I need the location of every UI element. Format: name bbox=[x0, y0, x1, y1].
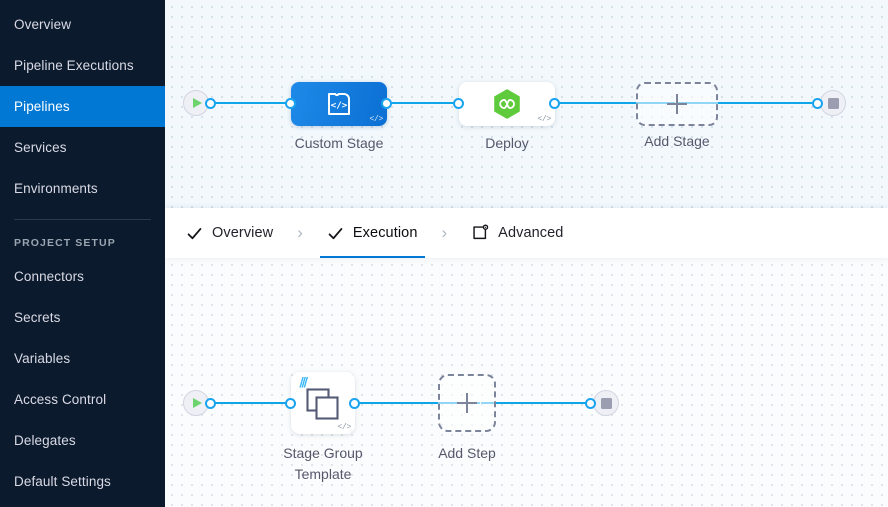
sidebar-item-label: Access Control bbox=[14, 392, 107, 407]
start-node[interactable] bbox=[183, 90, 209, 116]
edge-add-stage-to-end bbox=[677, 102, 817, 104]
stop-icon bbox=[827, 97, 839, 109]
port-custom-stage-out[interactable] bbox=[381, 98, 392, 109]
port-start-out[interactable] bbox=[205, 398, 216, 409]
sidebar-item-connectors[interactable]: Connectors bbox=[0, 256, 165, 297]
code-badge: </> bbox=[369, 115, 383, 124]
main-content: </> </> Custom Stage </> Deploy bbox=[165, 0, 888, 507]
stage-label-deploy: Deploy bbox=[485, 135, 529, 151]
code-badge: </> bbox=[337, 423, 351, 432]
end-node[interactable] bbox=[593, 390, 619, 416]
start-node[interactable] bbox=[183, 390, 209, 416]
tab-execution[interactable]: Execution bbox=[319, 208, 425, 258]
sidebar-item-environments[interactable]: Environments bbox=[0, 168, 165, 209]
add-stage-button[interactable] bbox=[636, 82, 718, 126]
port-stage-group-template-in[interactable] bbox=[285, 398, 296, 409]
code-badge: </> bbox=[537, 115, 551, 124]
port-deploy-in[interactable] bbox=[453, 98, 464, 109]
stage-group-template-icon bbox=[306, 388, 339, 420]
tab-separator-icon: › bbox=[297, 223, 303, 242]
deploy-cd-icon bbox=[494, 89, 520, 119]
sidebar-item-access-control[interactable]: Access Control bbox=[0, 379, 165, 420]
tab-separator-icon: › bbox=[441, 223, 448, 242]
sidebar-item-default-settings[interactable]: Default Settings bbox=[0, 461, 165, 502]
plus-icon bbox=[666, 93, 688, 115]
sidebar-item-overview[interactable]: Overview bbox=[0, 4, 165, 45]
sidebar-section-project-setup: PROJECT SETUP bbox=[14, 237, 116, 249]
edge-start-to-custom-stage bbox=[197, 102, 322, 104]
tab-label: Advanced bbox=[498, 225, 564, 241]
step-node-stage-group-template[interactable]: ||| </> bbox=[291, 372, 355, 434]
stage-canvas[interactable]: </> </> Custom Stage </> Deploy bbox=[165, 0, 888, 208]
tab-label: Execution bbox=[352, 225, 418, 241]
sidebar-item-label: Environments bbox=[14, 181, 98, 196]
port-custom-stage-in[interactable] bbox=[285, 98, 296, 109]
sidebar-item-label: Pipelines bbox=[14, 99, 70, 114]
port-stage-group-template-out[interactable] bbox=[349, 398, 360, 409]
edge-custom-stage-to-deploy bbox=[381, 102, 506, 104]
pipeline-step-tabs: Overview › Execution › Advanced bbox=[165, 208, 888, 258]
sidebar-item-secrets[interactable]: Secrets bbox=[0, 297, 165, 338]
tab-overview[interactable]: Overview bbox=[179, 208, 280, 258]
port-deploy-out[interactable] bbox=[549, 98, 560, 109]
edge-deploy-to-add-stage bbox=[555, 102, 675, 104]
stage-label-custom-stage: Custom Stage bbox=[294, 135, 384, 151]
play-icon bbox=[193, 398, 202, 408]
sidebar-item-pipeline-executions[interactable]: Pipeline Executions bbox=[0, 45, 165, 86]
sidebar-item-label: Connectors bbox=[14, 269, 85, 284]
stop-icon bbox=[600, 397, 612, 409]
step-label-stage-group-template: Stage Group Template bbox=[283, 445, 363, 482]
stage-node-deploy[interactable]: </> bbox=[459, 82, 555, 126]
sidebar: Overview Pipeline Executions Pipelines S… bbox=[0, 0, 165, 507]
check-icon bbox=[187, 227, 202, 239]
edge-start-to-stage-group-template bbox=[197, 402, 323, 404]
tab-advanced[interactable]: Advanced bbox=[464, 208, 570, 258]
sidebar-item-label: Variables bbox=[14, 351, 71, 366]
check-icon bbox=[328, 227, 343, 239]
edge-stage-group-template-to-add-step bbox=[355, 402, 480, 404]
play-icon bbox=[193, 98, 202, 108]
sidebar-item-label: Delegates bbox=[14, 433, 76, 448]
sidebar-item-label: Default Settings bbox=[14, 474, 111, 489]
sidebar-item-label: Secrets bbox=[14, 310, 61, 325]
sidebar-item-label: Pipeline Executions bbox=[14, 58, 134, 73]
sidebar-item-pipelines[interactable]: Pipelines bbox=[0, 86, 165, 127]
edge-add-step-to-end bbox=[481, 402, 591, 404]
step-label-add-step: Add Step bbox=[438, 445, 496, 461]
sidebar-item-label: Services bbox=[14, 140, 67, 155]
advanced-settings-icon bbox=[473, 224, 489, 240]
port-end-in[interactable] bbox=[812, 98, 823, 109]
add-step-button[interactable] bbox=[438, 374, 496, 432]
sidebar-item-variables[interactable]: Variables bbox=[0, 338, 165, 379]
sidebar-item-services[interactable]: Services bbox=[0, 127, 165, 168]
sidebar-divider bbox=[14, 219, 151, 220]
sidebar-item-delegates[interactable]: Delegates bbox=[0, 420, 165, 461]
svg-text:</>: </> bbox=[331, 100, 348, 111]
plus-icon bbox=[456, 392, 478, 414]
stage-label-add-stage: Add Stage bbox=[644, 133, 710, 149]
port-start-out[interactable] bbox=[205, 98, 216, 109]
sidebar-item-label: Overview bbox=[14, 17, 72, 32]
step-canvas[interactable]: ||| </> Stage Group Template Add Step bbox=[165, 258, 888, 507]
end-node[interactable] bbox=[820, 90, 846, 116]
custom-stage-icon: </> bbox=[328, 93, 350, 115]
stage-node-custom-stage[interactable]: </> </> bbox=[291, 82, 387, 126]
tab-label: Overview bbox=[212, 225, 274, 241]
port-end-in[interactable] bbox=[585, 398, 596, 409]
